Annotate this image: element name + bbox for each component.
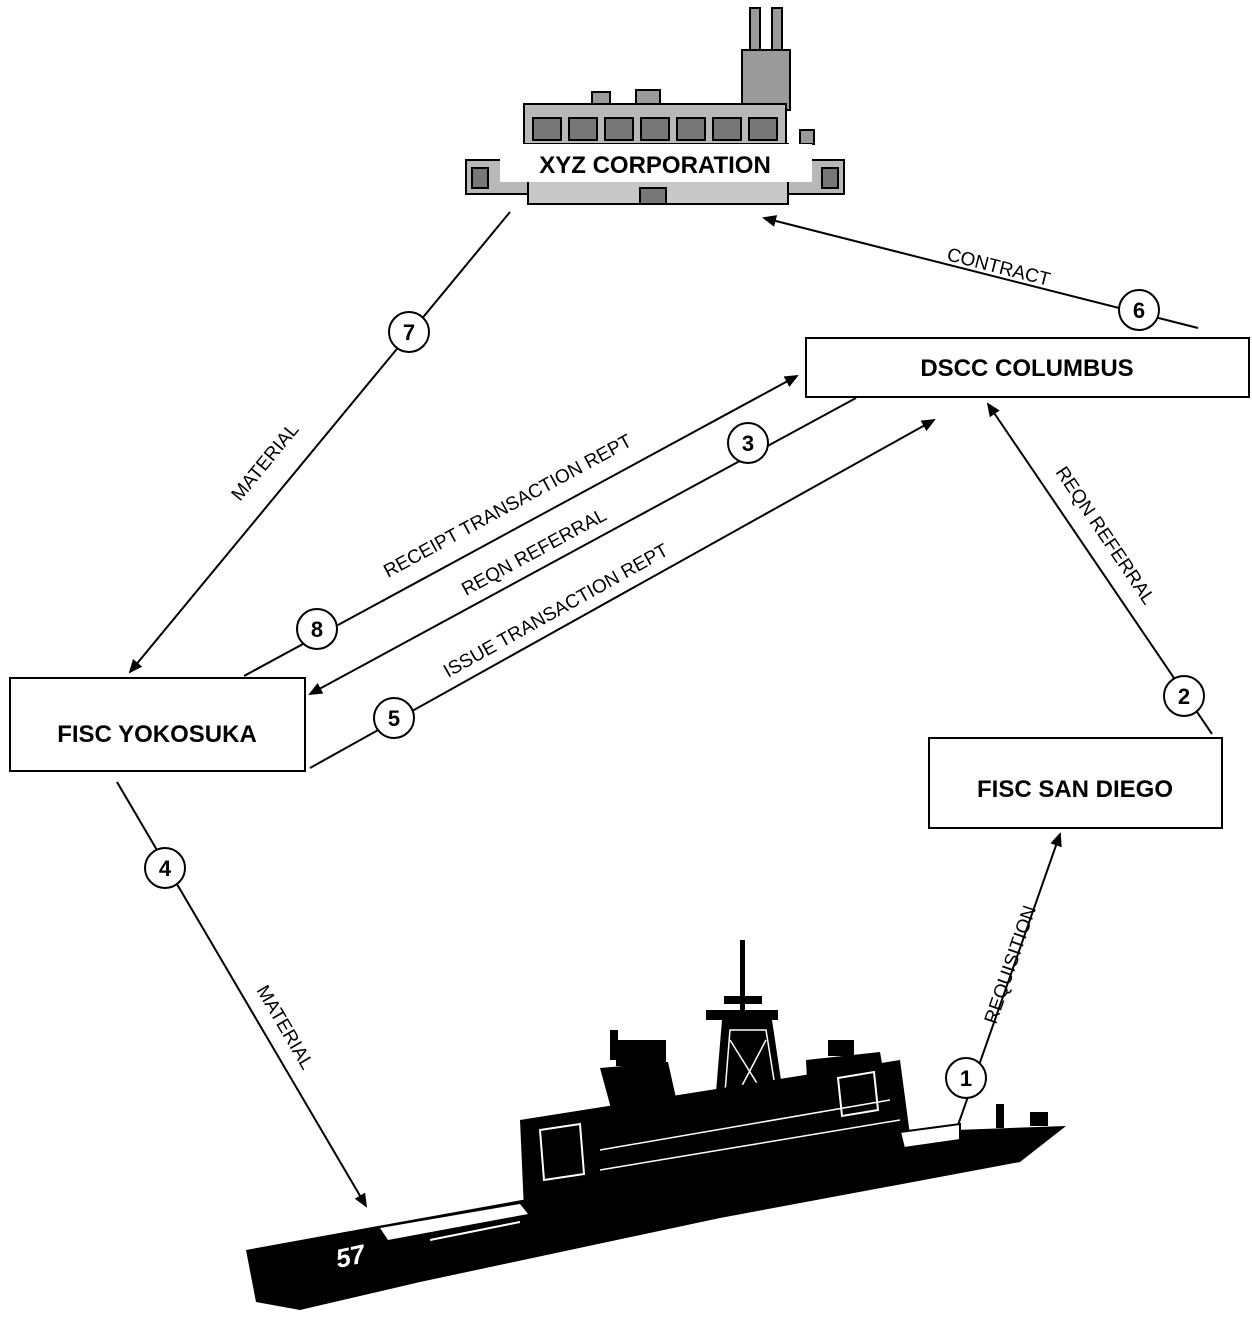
step-5-number: 5	[388, 706, 400, 731]
step-6-marker: 6	[1118, 289, 1160, 331]
edge-5-line	[309, 419, 936, 769]
step-1-number: 1	[960, 1066, 972, 1091]
edge-2-label: REQN REFERRAL	[1051, 463, 1159, 609]
edge-4-line	[116, 781, 368, 1208]
step-6-number: 6	[1133, 298, 1145, 323]
step-7-marker: 7	[388, 311, 430, 353]
ship-icon	[246, 940, 1066, 1310]
fisc-san-diego-box: FISC SAN DIEGO	[928, 737, 1223, 829]
step-8-marker: 8	[296, 608, 338, 650]
fisc-san-diego-label: FISC SAN DIEGO	[977, 776, 1173, 803]
edge-6-label: CONTRACT	[945, 244, 1053, 290]
xyz-corporation-label: XYZ CORPORATION	[539, 152, 771, 179]
step-4-number: 4	[159, 856, 172, 881]
step-7-number: 7	[403, 320, 415, 345]
step-4-marker: 4	[144, 847, 186, 889]
edge-1-label: REQUISITION	[981, 903, 1041, 1027]
dscc-columbus-box: DSCC COLUMBUS	[805, 337, 1250, 398]
edge-7-line	[128, 211, 511, 674]
edge-3-line	[308, 397, 857, 695]
dscc-columbus-label: DSCC COLUMBUS	[920, 355, 1133, 382]
step-3-marker: 3	[727, 422, 769, 464]
fisc-yokosuka-box: FISC YOKOSUKA	[9, 677, 306, 772]
fisc-yokosuka-label: FISC YOKOSUKA	[57, 721, 257, 748]
step-2-marker: 2	[1163, 675, 1205, 717]
factory-icon	[465, 7, 845, 205]
step-2-number: 2	[1178, 684, 1190, 709]
edge-7-label: MATERIAL	[228, 420, 304, 506]
step-5-marker: 5	[373, 697, 415, 739]
step-8-number: 8	[311, 617, 323, 642]
step-3-number: 3	[742, 431, 754, 456]
step-1-marker: 1	[945, 1057, 987, 1099]
